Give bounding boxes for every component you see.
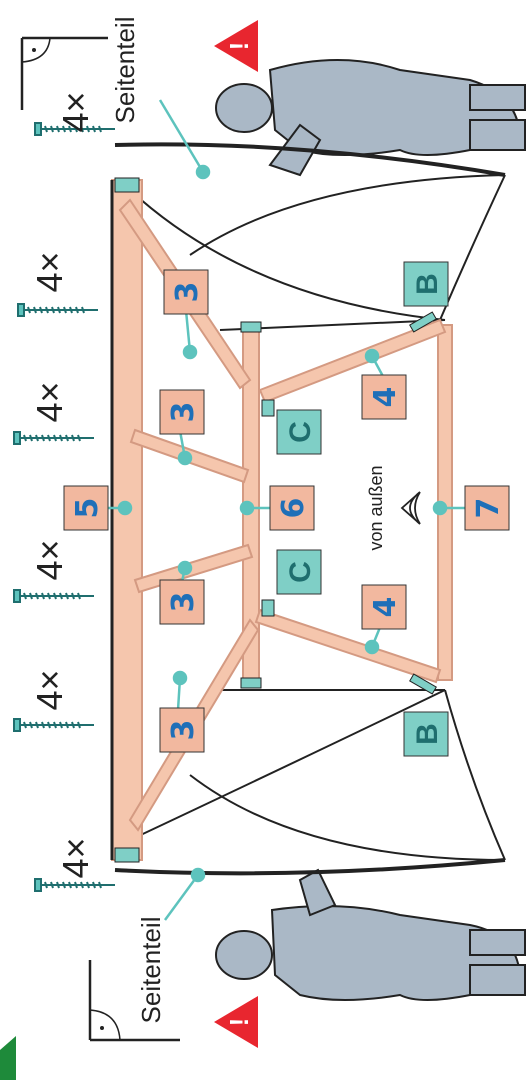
svg-text:7: 7 [471, 498, 506, 519]
bracket-labels: B B C C [276, 261, 449, 757]
screw-count-label: 4× [29, 381, 70, 422]
svg-text:3: 3 [166, 592, 201, 613]
screw-icon [34, 878, 115, 892]
side-panel-label-top: Seitenteil [110, 17, 140, 124]
svg-text:3: 3 [166, 720, 201, 741]
person-icon-bottom [215, 868, 526, 1001]
part-label-4b: 4 [361, 584, 407, 630]
part-label-3c: 3 [159, 579, 205, 625]
part-label-4a: 4 [361, 374, 407, 420]
bracket-label-b-bottom: B [403, 711, 449, 757]
braces-4 [254, 318, 447, 684]
part-labels: 5 6 7 3 3 3 3 4 4 [63, 269, 510, 753]
screw-icon [34, 122, 115, 136]
part-label-6: 6 [269, 485, 315, 531]
part-label-5: 5 [63, 485, 109, 531]
screw-icon [13, 589, 94, 603]
bracket-label-c-bottom: C [276, 549, 322, 595]
warning-symbol: ! [224, 42, 254, 51]
view-direction-label: von außen [366, 465, 386, 550]
screw-count-label: 4× [55, 837, 96, 878]
screw-counts: 4× 4× 4× 4× 4× 4× [29, 91, 96, 878]
person-icon-top [215, 59, 526, 177]
screw-count-label: 4× [55, 91, 96, 132]
svg-text:C: C [284, 421, 317, 443]
part-label-3d: 3 [159, 707, 205, 753]
svg-text:3: 3 [166, 402, 201, 423]
warning-icon-top: ! [214, 20, 258, 72]
svg-text:3: 3 [170, 282, 205, 303]
bracket-label-c-top: C [276, 409, 322, 455]
screw-icon [13, 431, 94, 445]
bracket-label-b-top: B [403, 261, 449, 307]
screw-icon [17, 303, 98, 317]
part-label-3b: 3 [159, 389, 205, 435]
svg-text:4: 4 [368, 387, 403, 408]
part-label-7: 7 [464, 485, 510, 531]
part-label-3a: 3 [163, 269, 209, 315]
svg-text:B: B [411, 273, 444, 295]
screw-count-label: 4× [29, 539, 70, 580]
corner-marker [0, 1036, 16, 1080]
right-angle-mark-bottom [88, 960, 180, 1042]
svg-text:B: B [411, 723, 444, 745]
screw-icon [13, 718, 94, 732]
screw-icons [13, 122, 115, 892]
warning-icon-bottom: ! [214, 996, 258, 1048]
warning-symbol: ! [224, 1018, 254, 1027]
eye-icon [400, 491, 421, 525]
connectors [261, 311, 437, 695]
svg-text:4: 4 [368, 597, 403, 618]
leader-lines [95, 99, 465, 921]
view-direction-note: von außen [366, 465, 421, 551]
svg-text:6: 6 [276, 498, 311, 519]
screw-count-label: 4× [29, 251, 70, 292]
right-angle-mark-top [20, 36, 108, 110]
svg-text:5: 5 [70, 498, 105, 519]
side-panel-label-bottom: Seitenteil [136, 917, 166, 1024]
svg-text:C: C [284, 561, 317, 583]
screw-count-label: 4× [29, 669, 70, 710]
beam-5 [110, 177, 143, 863]
side-panel-lines [114, 142, 506, 876]
